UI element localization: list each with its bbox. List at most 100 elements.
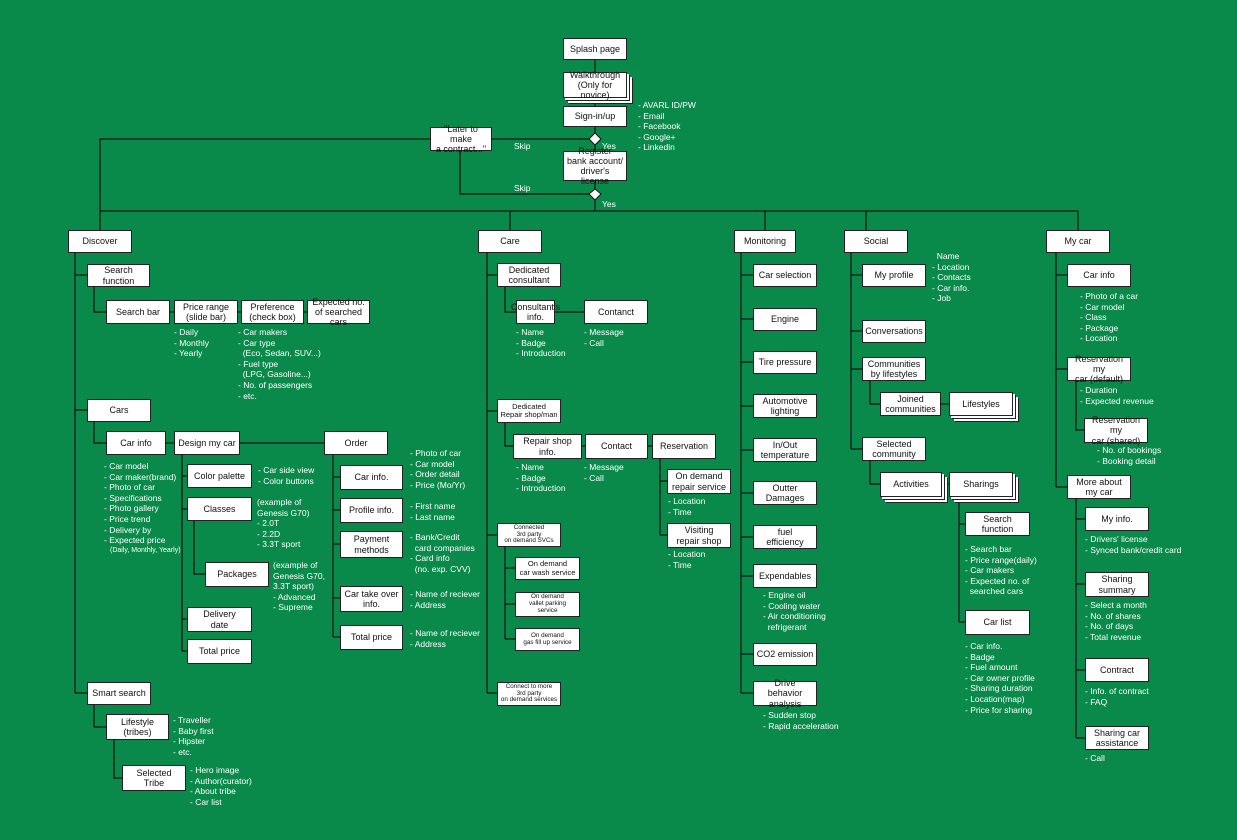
order-car-info-node: Car info. — [340, 465, 403, 490]
visiting-repair-notes: - Location - Time — [668, 549, 706, 570]
tire-pressure-node: Tire pressure — [753, 351, 817, 374]
mycar-header: My car — [1046, 230, 1110, 253]
skip-label: Skip — [514, 141, 531, 151]
communities-node: Communities by lifestyles — [862, 357, 926, 381]
connect-more-node: Connect to more 3rd party on demand serv… — [497, 682, 561, 706]
take-over-notes: - Name of reciever - Address — [410, 589, 480, 610]
price-range-node: Price range (slide bar) — [174, 300, 238, 324]
assistance-notes: - Call — [1085, 753, 1105, 763]
conversations-node: Conversations — [862, 320, 926, 343]
dedicated-repair-node: Dedicated Repair shop/man — [497, 399, 561, 423]
repair-contact-node: Contact — [585, 434, 648, 459]
decision-diamond — [588, 132, 602, 146]
reservation-shared-node: Reservation my car (shared) — [1084, 415, 1148, 446]
engine-node: Engine — [753, 308, 817, 331]
expected-no-node: Expected no. of searched cars — [307, 297, 370, 327]
search-bar-node: Search bar — [106, 300, 170, 324]
price-range-notes: - Daily - Monthly - Yearly — [174, 327, 209, 359]
expendables-node: Expendables — [753, 564, 817, 588]
walkthrough-node: Walkthrough (Only for novice) — [563, 70, 627, 100]
signin-notes: - AVARL ID/PW - Email - Facebook - Googl… — [638, 100, 696, 153]
reservation-node: Reservation — [652, 434, 716, 459]
car-info-price-note: (Daily, Monthly, Yearly) — [110, 547, 181, 554]
lifestyle-notes: - Traveller - Baby first - Hipster - etc… — [173, 715, 214, 757]
car-selection-node: Car selection — [753, 264, 817, 287]
register-node: Register bank account/ driver's license — [563, 146, 627, 186]
lifestyle-node: Lifestyle (tribes) — [106, 714, 169, 740]
consultant-contact-node: Contanct — [584, 300, 648, 324]
delivery-date-node: Delivery date — [187, 607, 252, 632]
packages-notes: (example of Genesis G70, 3.3T sport) - A… — [273, 560, 325, 613]
mycar-info-notes: - Photo of a car - Car model - Class - P… — [1080, 291, 1139, 344]
repair-contact-notes: - Message - Call — [584, 462, 624, 483]
on-demand-repair-notes: - Location - Time — [668, 496, 706, 517]
order-node: Order — [324, 431, 388, 455]
drive-behavior-node: Drive behavior analysis — [753, 678, 817, 709]
later-contract-node: "Later to make a contract..." — [430, 124, 492, 154]
monitoring-header: Monitoring — [734, 230, 796, 253]
order-total-notes: - Name of reciever - Address — [410, 628, 480, 649]
my-info-node: My info. — [1085, 507, 1149, 531]
yes-label: Yes — [602, 141, 616, 151]
temperature-node: In/Out temperature — [753, 438, 817, 462]
my-profile-notes: Name - Location - Contacts - Car info. -… — [932, 251, 971, 304]
vallet-parking-node: On demand vallet parking service — [515, 592, 580, 617]
signin-node: Sign-in/up — [563, 106, 627, 127]
automotive-lighting-node: Automotive lighting — [753, 394, 817, 418]
color-palette-node: Color palette — [187, 464, 252, 488]
payment-methods-node: Payment methods — [340, 531, 403, 558]
car-wash-node: On demand car wash service — [515, 557, 580, 580]
search-function-node: Search function — [87, 264, 150, 287]
selected-tribe-node: Selected Tribe — [122, 765, 186, 791]
sharing-summary-notes: - Select a month - No. of shares - No. o… — [1085, 600, 1147, 642]
social-header: Social — [844, 230, 908, 253]
joined-communities-node: Joined communities — [880, 392, 941, 416]
selected-community-node: Selected community — [862, 437, 926, 461]
tribe-notes: - Hero image - Author(curator) - About t… — [190, 765, 252, 807]
skip-label: Skip — [514, 183, 531, 193]
dedicated-consultant-node: Dedicated consultant — [497, 263, 561, 287]
payment-notes: - Bank/Credit card companies - Card info… — [410, 532, 475, 574]
discover-header: Discover — [68, 230, 132, 253]
preference-notes: - Car makers - Car type (Eco, Sedan, SUV… — [238, 327, 321, 401]
consultant-info-node: Consultant's info. — [510, 300, 561, 324]
smart-search-node: Smart search — [87, 682, 151, 705]
packages-node: Packages — [205, 562, 269, 587]
fuel-efficiency-node: fuel efficiency — [753, 525, 817, 549]
repair-info-notes: - Name - Badge - Introduction — [516, 462, 566, 494]
preference-node: Preference (check box) — [241, 300, 304, 324]
yes-label: Yes — [602, 199, 616, 209]
cars-node: Cars — [87, 399, 151, 422]
contract-node: Contract — [1085, 658, 1149, 682]
care-header: Care — [478, 230, 542, 253]
consultant-info-notes: - Name - Badge - Introduction — [516, 327, 566, 359]
classes-node: Classes — [187, 497, 252, 521]
reservation-default-notes: - Duration - Expected revenue — [1080, 385, 1154, 406]
outter-damages-node: Outter Damages — [753, 481, 817, 505]
car-list-node: Car list — [965, 610, 1030, 635]
social-search-notes: - Search bar - Price range(daily) - Car … — [965, 544, 1037, 597]
co2-emission-node: CO2 emission — [753, 643, 817, 666]
reservation-default-node: Reservation my car (default) — [1067, 354, 1131, 384]
expendables-notes: - Engine oil - Cooling water - Air condi… — [763, 590, 826, 632]
order-car-info-notes: - Photo of car - Car model - Order detai… — [410, 448, 466, 490]
lifestyles-node: Lifestyles — [949, 392, 1013, 416]
sharings-node: Sharings — [949, 472, 1013, 497]
my-profile-node: My profile — [862, 264, 926, 287]
reservation-shared-notes: - No. of bookings - Booking detail — [1097, 445, 1162, 466]
classes-notes: (example of Genesis G70) - 2.0T - 2.2D -… — [257, 497, 310, 550]
repair-shop-info-node: Repair shop info. — [513, 434, 582, 459]
gas-fill-node: On demand gas fill up service — [515, 628, 580, 651]
design-my-car-node: Design my car — [174, 431, 240, 455]
decision-diamond — [588, 188, 602, 201]
activities-node: Activities — [880, 472, 942, 497]
social-search-function-node: Search function — [965, 512, 1030, 536]
visiting-repair-node: Visiting repair shop — [667, 523, 731, 548]
splash-page-node: Splash page — [563, 38, 627, 60]
more-about-node: More about my car — [1067, 475, 1131, 499]
consultant-contact-notes: - Message - Call — [584, 327, 624, 348]
profile-info-notes: - First name - Last name — [410, 501, 456, 522]
profile-info-node: Profile info. — [340, 498, 403, 523]
connected-3rd-party-node: Connected 3rd party on demand SVCs — [497, 523, 561, 547]
